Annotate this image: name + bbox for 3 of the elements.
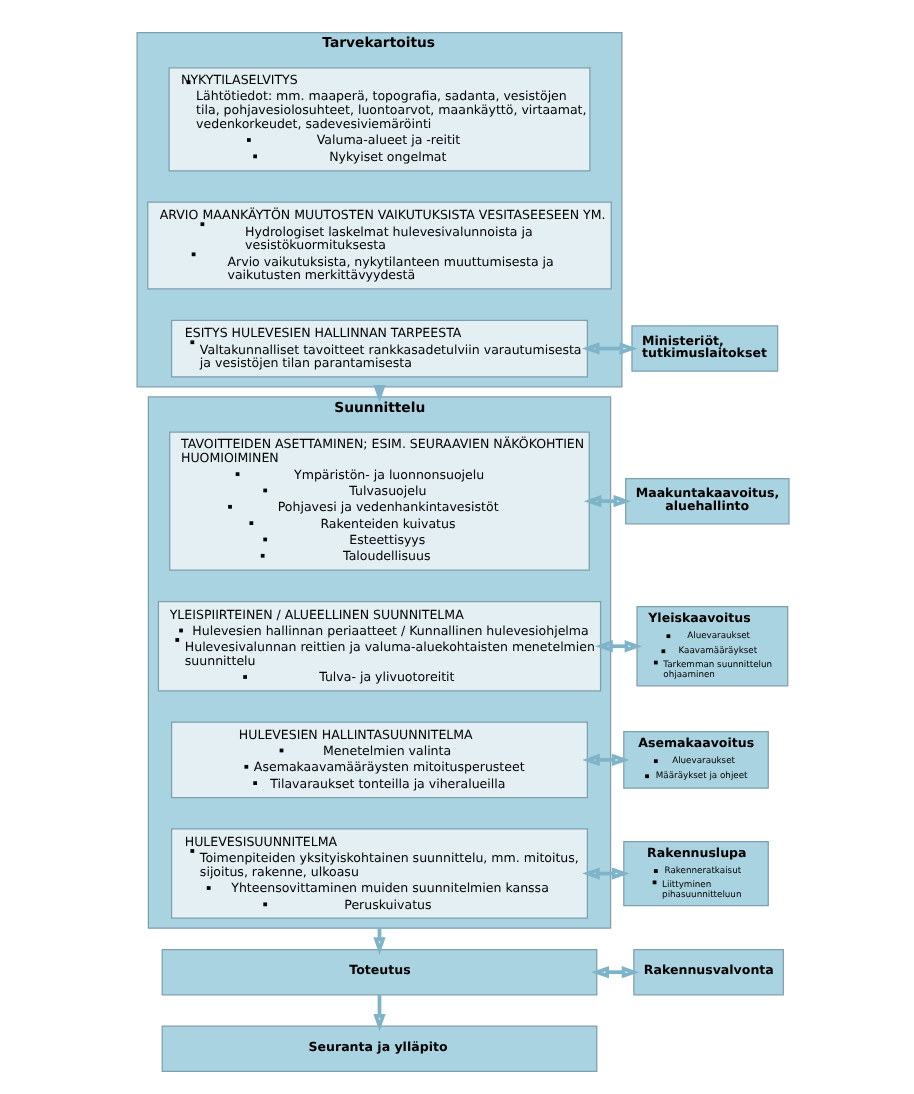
arrow [581,753,629,767]
arrow [372,994,385,1032]
arrow [580,342,637,355]
